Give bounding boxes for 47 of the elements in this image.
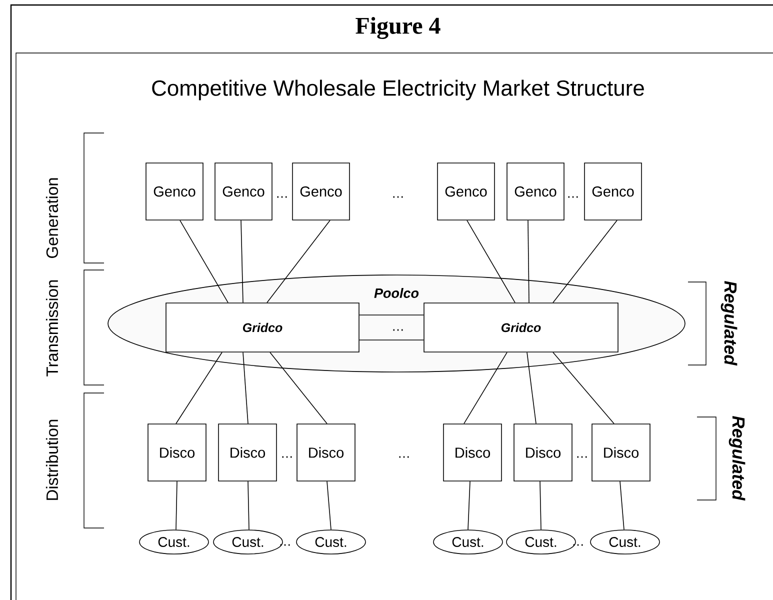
caption: Figure 4 [356,17,440,39]
company-box: Genco [584,162,642,220]
section-label: Regulated [720,281,738,366]
company-box: Gridco [166,302,360,352]
title: Competitive Wholesale Electricity Market Structure [152,80,644,100]
connector-line [540,481,542,530]
connector-line [242,352,248,424]
section-label: Transmission [46,280,58,376]
connector-line [468,481,470,530]
connector-line [466,220,516,303]
connector-line [176,481,178,530]
company-box: Gridco [424,302,618,352]
company-box: Genco [214,162,272,220]
company-box: Disco [148,424,206,482]
connector-line [464,352,508,424]
company-box: Genco [437,162,495,220]
ellipsis: … [399,456,409,458]
connector-line [240,220,244,303]
company-box: Disco [296,424,356,482]
connector-line [176,352,222,424]
connector-line [528,220,530,303]
connector-line [180,220,228,303]
ellipsis: … [277,196,287,198]
connector-line [248,481,250,530]
company-box: Disco [443,424,502,482]
connector-line [552,220,618,303]
connector-line [552,352,614,424]
company-box: Genco [292,162,350,220]
company-box: Genco [506,162,564,220]
company-box: Disco [514,424,572,482]
company-box: Genco [146,162,204,220]
ellipsis: … [568,196,578,198]
connector-line [266,220,330,303]
connector-line [326,481,332,530]
connector-line [526,352,536,424]
ellipsis: … [577,456,587,458]
ellipsis: … [393,196,403,198]
connector-line [270,352,328,424]
ellipsis: … [393,329,403,331]
section-label: Generation [46,178,58,258]
ellipsis: … [282,456,292,458]
connector-line [359,314,424,316]
section-label: Distribution [46,420,58,500]
company-box: Disco [592,424,650,482]
connector-line [620,481,624,530]
section-label: Regulated [728,416,746,501]
company-box: Disco [218,424,277,482]
